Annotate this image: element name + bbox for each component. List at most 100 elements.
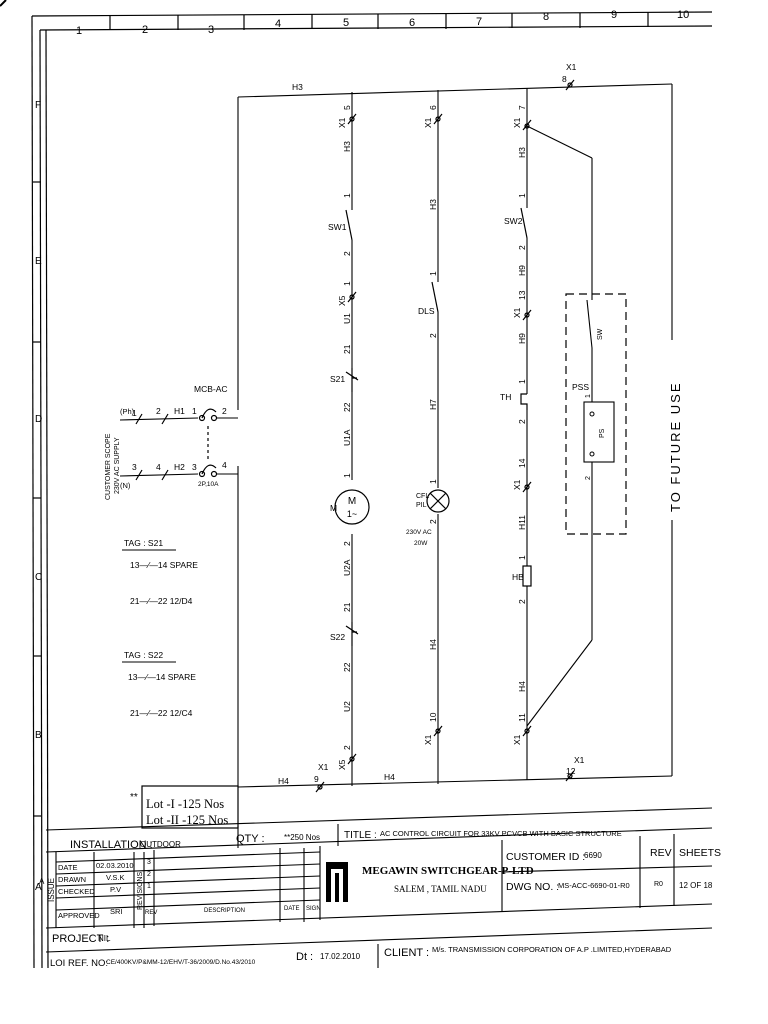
sheets-label: SHEETS bbox=[679, 847, 721, 859]
c2-dls-num: 2 bbox=[428, 333, 438, 338]
c2-lamp-n2: 2 bbox=[428, 519, 438, 524]
customer-id-label: CUSTOMER ID : bbox=[506, 851, 585, 863]
c2-lamp-n1: 1 bbox=[428, 479, 438, 484]
bus-h4-label: H4 bbox=[384, 772, 395, 782]
company-name: MEGAWIN SWITCHGEAR-P-LTD bbox=[362, 865, 534, 877]
col-label-6: 6 bbox=[409, 17, 415, 29]
c3-sw2-num: 2 bbox=[517, 245, 527, 250]
col-label-8: 8 bbox=[543, 11, 549, 23]
c2-h7: H7 bbox=[428, 399, 438, 410]
supply-scope-2: 230V AC SUPPLY bbox=[114, 437, 121, 494]
term-br-tag: X1 bbox=[574, 755, 585, 765]
c2-lamp2: PIL bbox=[416, 502, 427, 509]
c3-h3: H3 bbox=[517, 147, 527, 158]
lot-line-1: Lot -I -125 Nos bbox=[146, 797, 224, 811]
row-label-d: D bbox=[35, 414, 42, 425]
qty-value: **250 Nos bbox=[284, 833, 320, 842]
c3-hb: HB bbox=[512, 572, 524, 582]
tag-block-s22: TAG : S22 13—⁄—14 SPARE 21—⁄—22 12/C4 bbox=[122, 650, 196, 718]
supply-t1: 1 bbox=[132, 408, 137, 418]
row-drawn-label: DRAWN bbox=[58, 875, 86, 884]
c1-h3-num: 1 bbox=[342, 193, 352, 198]
supply-t4: 4 bbox=[156, 462, 161, 472]
tag-s21-row1: 13—⁄—14 SPARE bbox=[130, 560, 198, 570]
c1-u2a-n: 2 bbox=[342, 541, 352, 546]
supply-m1: 1 bbox=[192, 406, 197, 416]
c2-lamp-rating1: 230V AC bbox=[406, 529, 432, 536]
c1-s21-n1: 21 bbox=[342, 344, 352, 354]
loi-value: CE/400KV/P&MM-12/EHV/T-36/2009/D.No.43/2… bbox=[106, 959, 256, 966]
c1-u1: U1 bbox=[342, 313, 352, 324]
col-label-5: 5 bbox=[343, 17, 349, 29]
c3-h4: H4 bbox=[517, 681, 527, 692]
c2-h4: H4 bbox=[428, 639, 438, 650]
row-drawn-value: V.S.K bbox=[106, 873, 125, 882]
rev-num-1: 1 bbox=[147, 883, 151, 890]
switch-symbols bbox=[135, 79, 575, 793]
row-label-a: A bbox=[35, 882, 42, 893]
col1-labels: X1 5 H3 1 SW1 2 X5 1 U1 21 S21 22 U1A 1 … bbox=[328, 105, 352, 770]
c1-u2a: U2A bbox=[342, 559, 352, 576]
company-location: SALEM , TAMIL NADU bbox=[394, 884, 487, 894]
c3-th-num: 2 bbox=[517, 419, 527, 424]
tag-s21-title: TAG : S21 bbox=[124, 538, 163, 548]
term-top-tag: X1 bbox=[566, 62, 577, 72]
c3-sw2: SW2 bbox=[504, 216, 523, 226]
row-label-b: B bbox=[35, 730, 42, 741]
supply-ph: (Ph) bbox=[120, 407, 135, 416]
c1-motor: M bbox=[330, 503, 337, 513]
c3-h9a: H9 bbox=[517, 265, 527, 276]
installation-label: INSTALLATION : bbox=[70, 839, 153, 851]
revisions-vertical: REVISIONS bbox=[137, 872, 144, 910]
bus-h3-label: H3 bbox=[292, 82, 303, 92]
c3-x1b: X1 bbox=[512, 479, 522, 490]
drop-h4-label: H4 bbox=[278, 776, 289, 786]
row-approved-value: SRI bbox=[110, 907, 123, 916]
col-label-4: 4 bbox=[275, 18, 281, 30]
tag-s21-row2: 21—⁄—22 12/D4 bbox=[130, 596, 193, 606]
rev-num-2: 2 bbox=[147, 871, 151, 878]
c1-h3: H3 bbox=[342, 141, 352, 152]
row-checked-value: P.V bbox=[110, 885, 121, 894]
c3-bot-num: 11 bbox=[517, 713, 527, 722]
drawing-border bbox=[0, 0, 713, 969]
c3-x1b-num: 14 bbox=[517, 458, 527, 468]
lot-line-2: Lot -II -125 Nos bbox=[146, 813, 228, 827]
supply-scope-1: CUSTOMER SCOPE bbox=[105, 433, 112, 500]
pss-sw: SW bbox=[597, 328, 604, 340]
title-value: AC CONTROL CIRCUIT FOR 33KV PCVCB WITH B… bbox=[380, 829, 622, 838]
pss-box bbox=[565, 293, 627, 535]
dwg-label: DWG NO. : bbox=[506, 881, 559, 893]
c2-h3-num: 1 bbox=[428, 271, 438, 276]
c1-sw1: SW1 bbox=[328, 222, 347, 232]
supply-m4: 4 bbox=[222, 460, 227, 470]
c3-h11-num: 1 bbox=[517, 555, 527, 560]
c2-lamp1: CFL bbox=[416, 493, 429, 500]
row-date-label: DATE bbox=[58, 863, 77, 872]
pss-ps: PS bbox=[599, 428, 606, 438]
project-label: PROJECT : bbox=[52, 933, 109, 945]
c1-u1a-n: 1 bbox=[342, 473, 352, 478]
title-block bbox=[45, 807, 713, 968]
tag-s22-title: TAG : S22 bbox=[124, 650, 163, 660]
heater-symbol bbox=[522, 565, 532, 587]
rev-num-header: REV bbox=[145, 910, 157, 916]
row-label-e: E bbox=[35, 256, 42, 267]
border-row-labels: F E D C B A bbox=[35, 100, 42, 893]
motor-symbol: M 1~ bbox=[334, 489, 370, 525]
qty-label: QTY : bbox=[236, 833, 265, 845]
future-use-label: TO FUTURE USE bbox=[668, 382, 683, 513]
c1-s21: S21 bbox=[330, 374, 345, 384]
c3-x1: X1 bbox=[512, 117, 522, 128]
c2-dls: DLS bbox=[418, 306, 435, 316]
term-top-num: 8 bbox=[562, 74, 567, 84]
c1-x5-num: 1 bbox=[342, 281, 352, 286]
title-label: TITLE : bbox=[344, 830, 377, 841]
col-label-2: 2 bbox=[142, 24, 148, 36]
installation-value: OUTDOOR bbox=[140, 840, 181, 849]
c2-lamp-rating2: 20W bbox=[414, 540, 428, 547]
row-checked-label: CHECKED bbox=[58, 887, 95, 896]
rev-label: REV bbox=[650, 847, 672, 859]
mcb-rating: 2P,10A bbox=[198, 481, 219, 488]
dt-label: Dt : bbox=[296, 951, 313, 963]
